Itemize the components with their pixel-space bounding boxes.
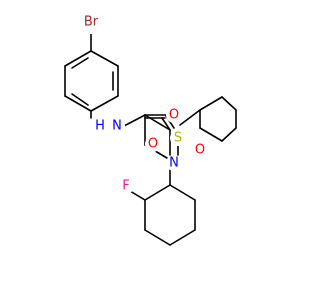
sulfonamide-nitrogen-atom: N <box>169 156 179 171</box>
n-carbonyl-bond <box>123 114 146 127</box>
s-o-bond-1 <box>161 117 171 131</box>
molecule-diagram: Br N H O N S O O F <box>64 14 237 246</box>
c-f-bond <box>129 190 146 201</box>
amide-hydrogen-atom: H <box>95 119 105 134</box>
carbonyl-oxygen-atom: O <box>169 108 179 123</box>
sulfur-atom: S <box>174 131 182 146</box>
fluorine-atom: F <box>122 179 129 194</box>
sulfonyl-oxygen-atom-2: O <box>195 143 205 158</box>
bromophenyl-ring <box>64 50 119 112</box>
sulfonyl-oxygen-atom-1: O <box>148 137 158 152</box>
fluorophenyl-ring <box>144 184 196 246</box>
s-phenyl-bond <box>179 109 201 126</box>
bromine-atom: Br <box>84 15 99 30</box>
phenyl-ring <box>199 96 237 142</box>
amide-nitrogen-atom: N <box>112 119 122 134</box>
structure-drawing: Br N H O N S O O F <box>64 14 237 246</box>
